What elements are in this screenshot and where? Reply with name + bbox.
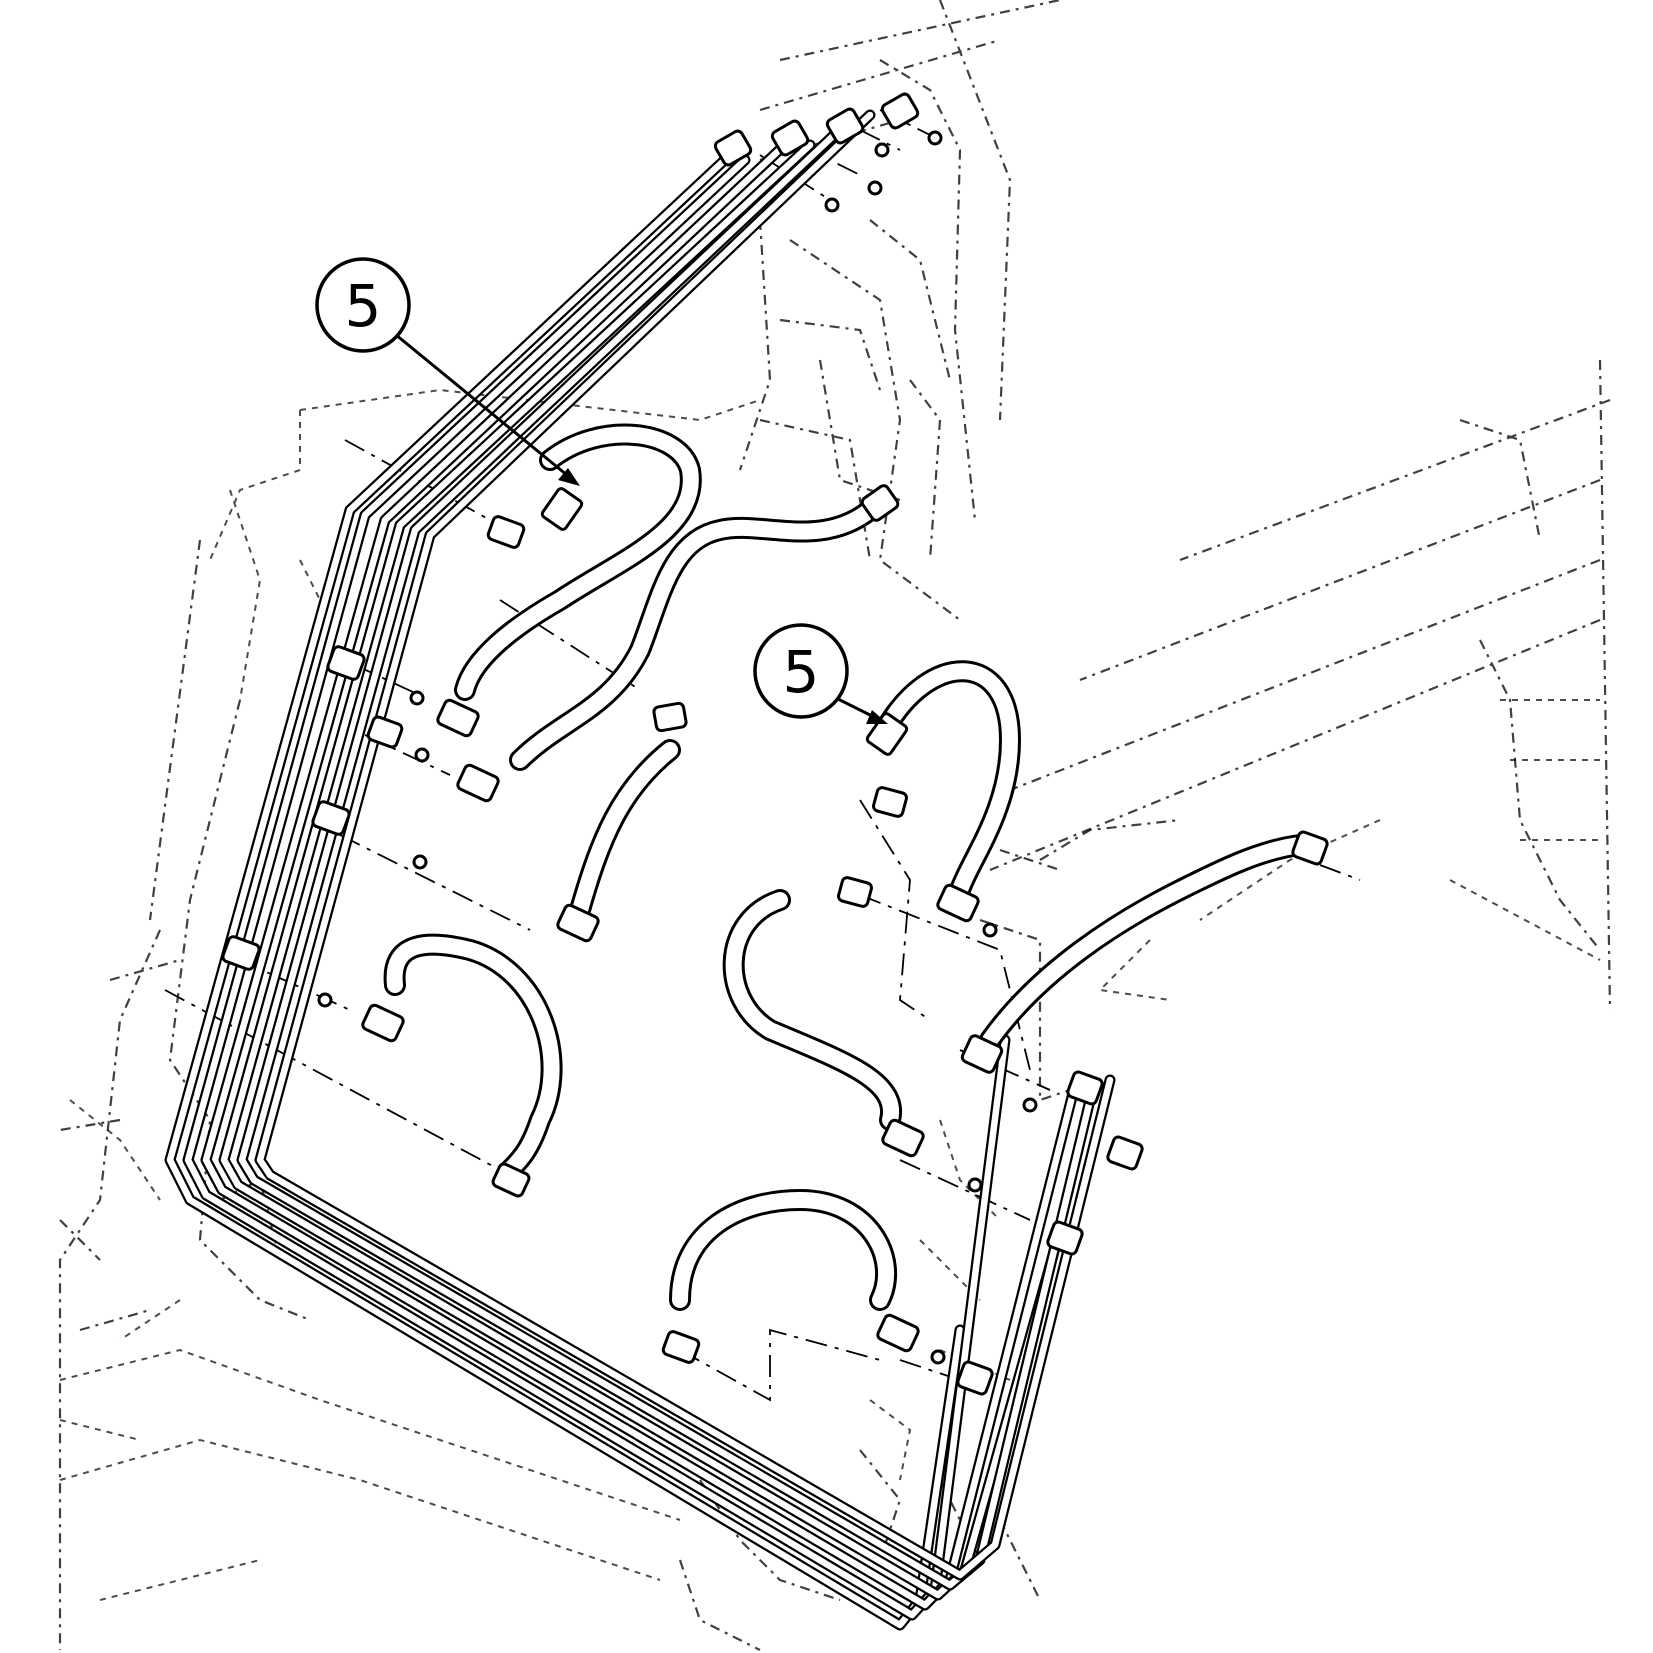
tube-end-fitting: [825, 107, 865, 145]
fittings: [221, 92, 1329, 1396]
callout-5-lower: 5: [753, 623, 888, 724]
rigid-tube-bundle: [164, 109, 1116, 1631]
flexible-hoses: [383, 423, 1311, 1311]
tube-end-fitting: [880, 92, 920, 130]
callout-label: 5: [783, 638, 820, 706]
tube-end-fitting: [713, 129, 753, 167]
callout-label: 5: [345, 272, 382, 340]
o-rings: [317, 130, 1038, 1365]
callout-5-upper: 5: [315, 257, 580, 486]
background-frame: [58, 0, 1612, 1651]
tube-end-fitting: [770, 119, 810, 157]
